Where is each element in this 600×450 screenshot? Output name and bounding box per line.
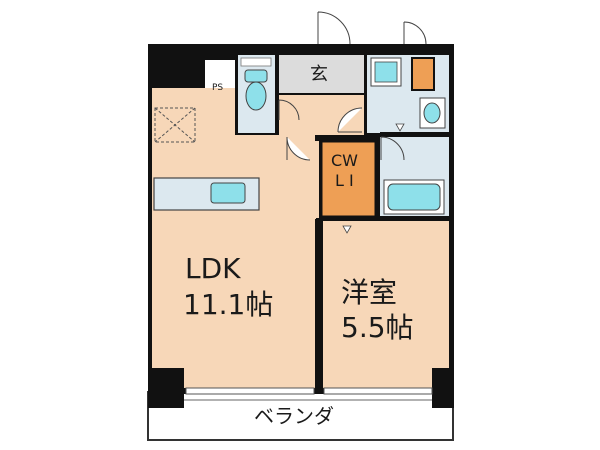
ldk-size-label: 11.1帖 <box>183 288 273 321</box>
entrance-label: 玄 <box>310 64 328 85</box>
column-right <box>432 368 454 408</box>
window-western <box>323 387 433 395</box>
wall-closet-top <box>315 135 379 141</box>
ldk-name-label: LDK <box>185 252 241 285</box>
ldk-floor <box>152 104 315 388</box>
ps-area <box>205 60 235 88</box>
wall-bath-left <box>376 133 380 219</box>
door-arrow-western <box>342 225 352 234</box>
door-swing-icon <box>278 11 427 161</box>
wall-wash-bath <box>380 132 452 137</box>
western-room-floor <box>323 220 449 388</box>
closet-label-line2: L I <box>335 171 354 190</box>
wall-ldk-western <box>316 218 322 390</box>
western-size-label: 5.5帖 <box>341 311 414 344</box>
wall-western-top <box>320 216 452 221</box>
sink-basin <box>210 182 246 204</box>
wall-toilet-right <box>275 55 279 135</box>
balcony-label: ベランダ <box>254 404 334 428</box>
refrigerator-space-icon <box>411 57 435 91</box>
door-arrow-bath <box>395 123 405 132</box>
toilet-icon <box>244 69 268 111</box>
western-name-label: 洋室 <box>341 276 397 309</box>
bathtub-icon <box>383 179 445 215</box>
window-ldk <box>185 387 315 395</box>
washing-machine-icon <box>370 57 402 87</box>
entrance-floor <box>279 55 364 93</box>
storage-cross-icon <box>154 107 196 143</box>
sink-icon <box>419 97 446 129</box>
storage-area <box>152 88 235 104</box>
hall-corridor <box>279 135 319 219</box>
ps-label: PS <box>212 83 223 93</box>
wall-entrance-right <box>364 55 367 135</box>
toilet-shelf <box>240 57 272 67</box>
closet-label-line1: CW <box>331 151 358 170</box>
column-left <box>148 368 184 408</box>
